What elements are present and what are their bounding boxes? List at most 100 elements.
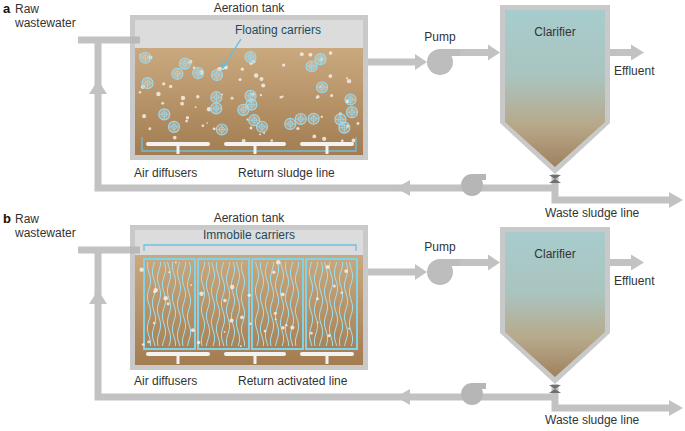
mixed-liquor <box>135 48 363 155</box>
flow-arrow <box>631 45 644 61</box>
air-bubble <box>282 63 285 66</box>
carrier-fiber <box>324 262 327 346</box>
air-bubble <box>156 92 160 96</box>
air-bubble <box>185 120 188 123</box>
carrier-fiber <box>349 262 352 346</box>
flow-arrow <box>669 192 683 208</box>
air-bubble <box>196 95 199 98</box>
valve <box>549 389 561 393</box>
carrier-ring <box>285 118 296 129</box>
carrier-fiber <box>290 262 293 346</box>
carrier-ring <box>172 68 183 79</box>
carrier-cross <box>307 61 317 71</box>
air-bubble <box>270 139 273 142</box>
air-bubble <box>272 271 275 274</box>
inlet-pipe <box>130 37 140 44</box>
floating-carrier <box>308 113 319 124</box>
floating-carrier <box>306 61 317 72</box>
clarifier-label: Clarifier <box>534 25 575 39</box>
air-diffuser <box>300 352 354 356</box>
air-bubble <box>308 53 312 57</box>
carrier-fiber <box>295 262 298 346</box>
valve <box>549 179 561 183</box>
air-bubble <box>167 302 170 305</box>
pipe-connector <box>368 54 427 70</box>
leader-head <box>222 62 227 69</box>
tank-headspace <box>135 230 363 365</box>
pipe-line <box>368 59 415 66</box>
air-bubble <box>206 122 208 124</box>
effluent-pipe <box>610 49 632 56</box>
air-bubble <box>240 315 244 319</box>
pump-body <box>427 259 453 285</box>
carrier-bracket <box>144 245 356 251</box>
carrier-ring <box>142 78 153 89</box>
air-bubble <box>173 136 177 140</box>
air-bubble <box>142 114 146 118</box>
floating-carrier <box>216 124 227 135</box>
air-bubble <box>223 299 227 303</box>
flow-arrow <box>89 80 107 94</box>
floating-carrier <box>212 70 223 81</box>
pipe-connector <box>460 255 500 271</box>
pump: Pump <box>427 240 460 286</box>
air-diffuser <box>224 142 286 146</box>
carrier-cross <box>335 114 345 124</box>
carrier-ring <box>306 61 317 72</box>
air-bubble <box>201 124 204 127</box>
air-bubble <box>326 265 330 269</box>
diffuser-bracket <box>142 137 356 151</box>
air-bubble <box>163 296 168 301</box>
carrier-cross <box>296 114 306 124</box>
carrier-ring <box>346 107 357 118</box>
air-bubble <box>180 102 184 106</box>
air-bubble <box>147 341 150 344</box>
carrier-cross <box>315 54 325 64</box>
carrier-cross <box>285 119 295 129</box>
floating-carrier <box>345 94 356 105</box>
return-line-label: Return sludge line <box>238 166 335 180</box>
carrier-cross <box>172 69 182 79</box>
air-bubble <box>139 91 142 94</box>
pump-body <box>427 49 453 75</box>
air-bubble <box>316 95 319 98</box>
carrier-fiber <box>265 262 268 346</box>
air-bubble <box>199 292 204 297</box>
carrier-fiber <box>309 262 312 346</box>
carrier-ring <box>140 52 151 63</box>
return-pipe <box>98 250 555 397</box>
diffuser-label: Air diffusers <box>134 166 197 180</box>
air-bubble <box>347 79 351 83</box>
carrier-cross <box>180 59 190 69</box>
arrow-head <box>488 255 500 271</box>
air-bubble <box>240 345 242 347</box>
arrow-head <box>415 264 427 280</box>
air-bubble <box>346 77 348 79</box>
carrier-ring <box>168 121 179 132</box>
air-bubble <box>259 133 261 135</box>
pump-label: Pump <box>424 30 455 44</box>
carrier-fiber <box>236 262 239 346</box>
clarifier-wall <box>500 5 610 174</box>
tank-wall <box>130 15 368 160</box>
carrier-fiber <box>285 262 288 346</box>
diffuser-stem <box>177 146 180 154</box>
carrier-ring <box>159 109 170 120</box>
air-bubble <box>264 330 267 333</box>
carrier-fiber <box>152 262 155 346</box>
air-bubble <box>259 77 263 81</box>
diffuser-label: Air diffusers <box>134 374 197 388</box>
return-pump <box>461 174 483 196</box>
clarifier-label: Clarifier <box>534 247 575 261</box>
air-bubble <box>329 51 333 55</box>
carrier-ring <box>211 103 222 114</box>
panel-letter: a <box>3 2 10 16</box>
floating-carrier <box>249 115 260 126</box>
air-bubble <box>260 94 262 96</box>
return-pump <box>461 383 483 405</box>
carrier-cross <box>347 107 357 117</box>
immobile-carrier-module <box>198 259 249 349</box>
carrier-fiber <box>339 262 342 346</box>
air-bubble <box>340 291 343 294</box>
